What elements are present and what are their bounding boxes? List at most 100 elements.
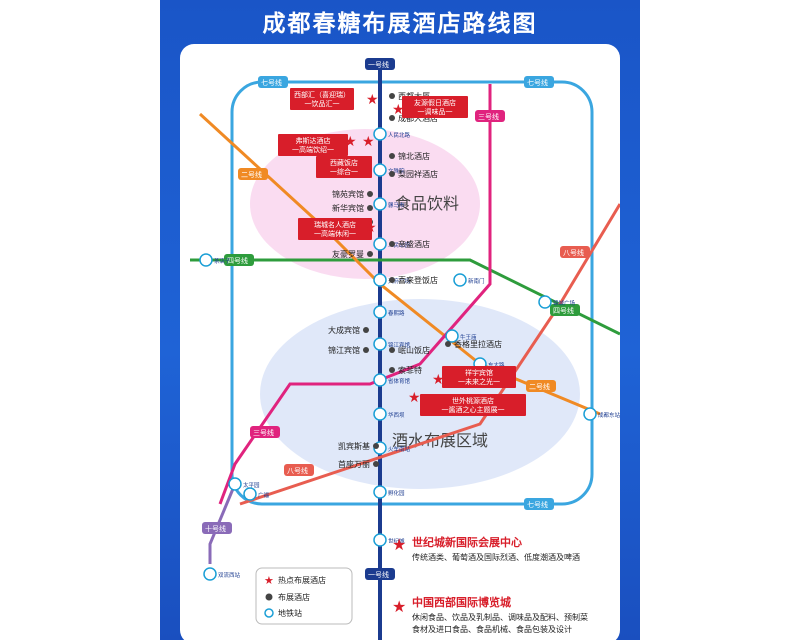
legend-box xyxy=(255,567,353,625)
featured-hotel-star: ★ xyxy=(366,92,379,108)
station-label-s15: 成都东站 xyxy=(598,411,620,419)
station-label-s14: 双流西站 xyxy=(218,571,241,579)
page-title: 成都春糖布展酒店路线图 xyxy=(262,11,538,37)
hotel-dot xyxy=(373,443,379,449)
line10 xyxy=(208,483,237,564)
line7-ring xyxy=(230,80,594,506)
line10-tag: 十号线 xyxy=(205,524,226,533)
featured-hotel-star: ★ xyxy=(344,134,357,150)
station-s6 xyxy=(373,337,387,351)
station-s1 xyxy=(373,273,387,287)
venue1-name: 世纪城新国际会展中心 xyxy=(412,535,522,549)
hotel-dot xyxy=(389,153,395,159)
station-s8 xyxy=(373,407,387,421)
hotel-dot xyxy=(389,347,395,353)
hotel-dot xyxy=(445,341,451,347)
hotel-dot xyxy=(363,327,369,333)
line4-left-tag: 四号线 xyxy=(227,256,248,265)
featured-hotel-label: 一未来之光一 xyxy=(458,377,500,386)
station-s16 xyxy=(445,329,459,343)
featured-hotel-label: 瑞城名人酒店 xyxy=(314,220,356,229)
hotel-dot xyxy=(389,367,395,373)
featured-hotel-star: ★ xyxy=(408,390,421,406)
station-s15 xyxy=(583,407,597,421)
featured-hotel-label: 一综合一 xyxy=(330,167,358,176)
liquor-zone xyxy=(260,299,580,489)
station-s7 xyxy=(373,373,387,387)
station-s11 xyxy=(373,533,387,547)
station-label-s11: 世纪城 xyxy=(388,537,405,545)
hotel-label: 喜来登饭店 xyxy=(398,275,438,285)
hotel-label: 岷山饭店 xyxy=(398,345,430,355)
station-label-s10: 孵化园 xyxy=(388,489,405,497)
station-label-s3: 人民公园 xyxy=(388,242,411,249)
line1-mid-tag: 一号线 xyxy=(368,570,389,579)
line2-left-tag: 二号线 xyxy=(241,170,262,179)
line2-right-tag: 二号线 xyxy=(529,382,550,391)
station-label-s9: 火车南站 xyxy=(388,445,411,453)
hotel-dot xyxy=(389,277,395,283)
line3-left-tag: 三号线 xyxy=(253,428,274,437)
station-label-s7: 省体育馆 xyxy=(388,377,411,385)
hotel-dot xyxy=(367,251,373,257)
station-label-s17: 东大路 xyxy=(488,361,505,369)
legend-featured: 热点布展酒店 xyxy=(278,575,326,585)
line7-tr-tag: 七号线 xyxy=(527,78,548,87)
featured-hotel-box xyxy=(420,394,526,416)
station-label-s20: 新南门 xyxy=(468,277,485,285)
featured-hotel-box xyxy=(298,218,372,240)
hotel-dot xyxy=(389,241,395,247)
featured-hotel-star: ★ xyxy=(432,372,445,388)
station-s2 xyxy=(373,127,387,141)
hotel-dot xyxy=(367,205,373,211)
venue2-desc-1: 休闲食品、饮品及乳制品、调味品及配料、预制菜 xyxy=(412,612,588,622)
line7-br-tag: 七号线 xyxy=(527,500,548,509)
station-s18 xyxy=(199,253,213,267)
hotel-dot xyxy=(367,191,373,197)
featured-hotel-label: 一饮品汇一 xyxy=(305,99,340,108)
featured-hotel-label: 一高端饮绍一 xyxy=(292,145,334,154)
hotel-label: 索菲特 xyxy=(398,365,422,375)
station-label-s4: 春熙路 xyxy=(388,309,405,317)
featured-hotel-label: 世外桃源酒店 xyxy=(452,396,494,405)
featured-hotel-box xyxy=(316,156,372,178)
featured-hotel-box xyxy=(402,96,468,118)
station-label-s18: 茶店子 xyxy=(214,257,231,265)
legend-dot-icon xyxy=(265,593,273,601)
venue1-star: ★ xyxy=(392,535,406,554)
station-label-s5: 骡马市 xyxy=(388,201,405,209)
station-label-s19: 文殊院 xyxy=(388,167,405,175)
legend-station: 地铁站 xyxy=(278,608,302,618)
station-s12 xyxy=(243,487,257,501)
station-label-s8: 华西坝 xyxy=(388,411,405,419)
featured-hotel-box xyxy=(442,366,516,388)
hotel-label: 锦苑宾馆 xyxy=(332,189,364,199)
hotel-label: 锦江宾馆 xyxy=(328,345,360,355)
hotel-label: 凯宾斯基 xyxy=(338,441,370,451)
featured-hotel-label: 一高端休闲一 xyxy=(314,229,356,238)
legend-star-icon: ★ xyxy=(264,574,274,587)
station-s4 xyxy=(373,305,387,319)
hotel-dot xyxy=(389,93,395,99)
station-s19 xyxy=(373,163,387,177)
venue1-desc: 传统酒类、葡萄酒及国际烈酒、低度潮酒及啤酒 xyxy=(412,552,580,562)
station-label-s21: 锦城广场 xyxy=(553,299,576,307)
hotel-label: 梨园祥酒店 xyxy=(398,169,438,179)
featured-hotel-box xyxy=(278,134,348,156)
station-s3 xyxy=(373,237,387,251)
featured-hotel-label: 西藏饭店 xyxy=(330,158,358,167)
station-label-s6: 锦江宾馆 xyxy=(388,341,411,349)
legend-regular: 布展酒店 xyxy=(278,592,310,602)
station-s20 xyxy=(453,273,467,287)
venue-2: ★ 中国西部国际博览城 休闲食品、饮品及乳制品、调味品及配料、预制菜 食材及进口… xyxy=(392,595,588,634)
line8-left-tag: 八号线 xyxy=(287,466,308,475)
venue2-name: 中国西部国际博览城 xyxy=(412,595,511,609)
hotel-label: 锦北酒店 xyxy=(398,151,430,161)
featured-hotels-layer: 西部汇（喜迎瑞）一饮品汇一★友源假日酒店一调味品一★弗斯达酒店一高端饮绍一★西藏… xyxy=(278,88,526,416)
featured-hotel-box xyxy=(290,88,354,110)
featured-hotel-label: 西部汇（喜迎瑞） xyxy=(294,90,350,99)
legend-station-icon xyxy=(264,608,274,618)
line3-top-tag: 三号线 xyxy=(478,112,499,121)
line7-tl-tag: 七号线 xyxy=(261,78,282,87)
featured-hotel-star: ★ xyxy=(364,220,377,236)
